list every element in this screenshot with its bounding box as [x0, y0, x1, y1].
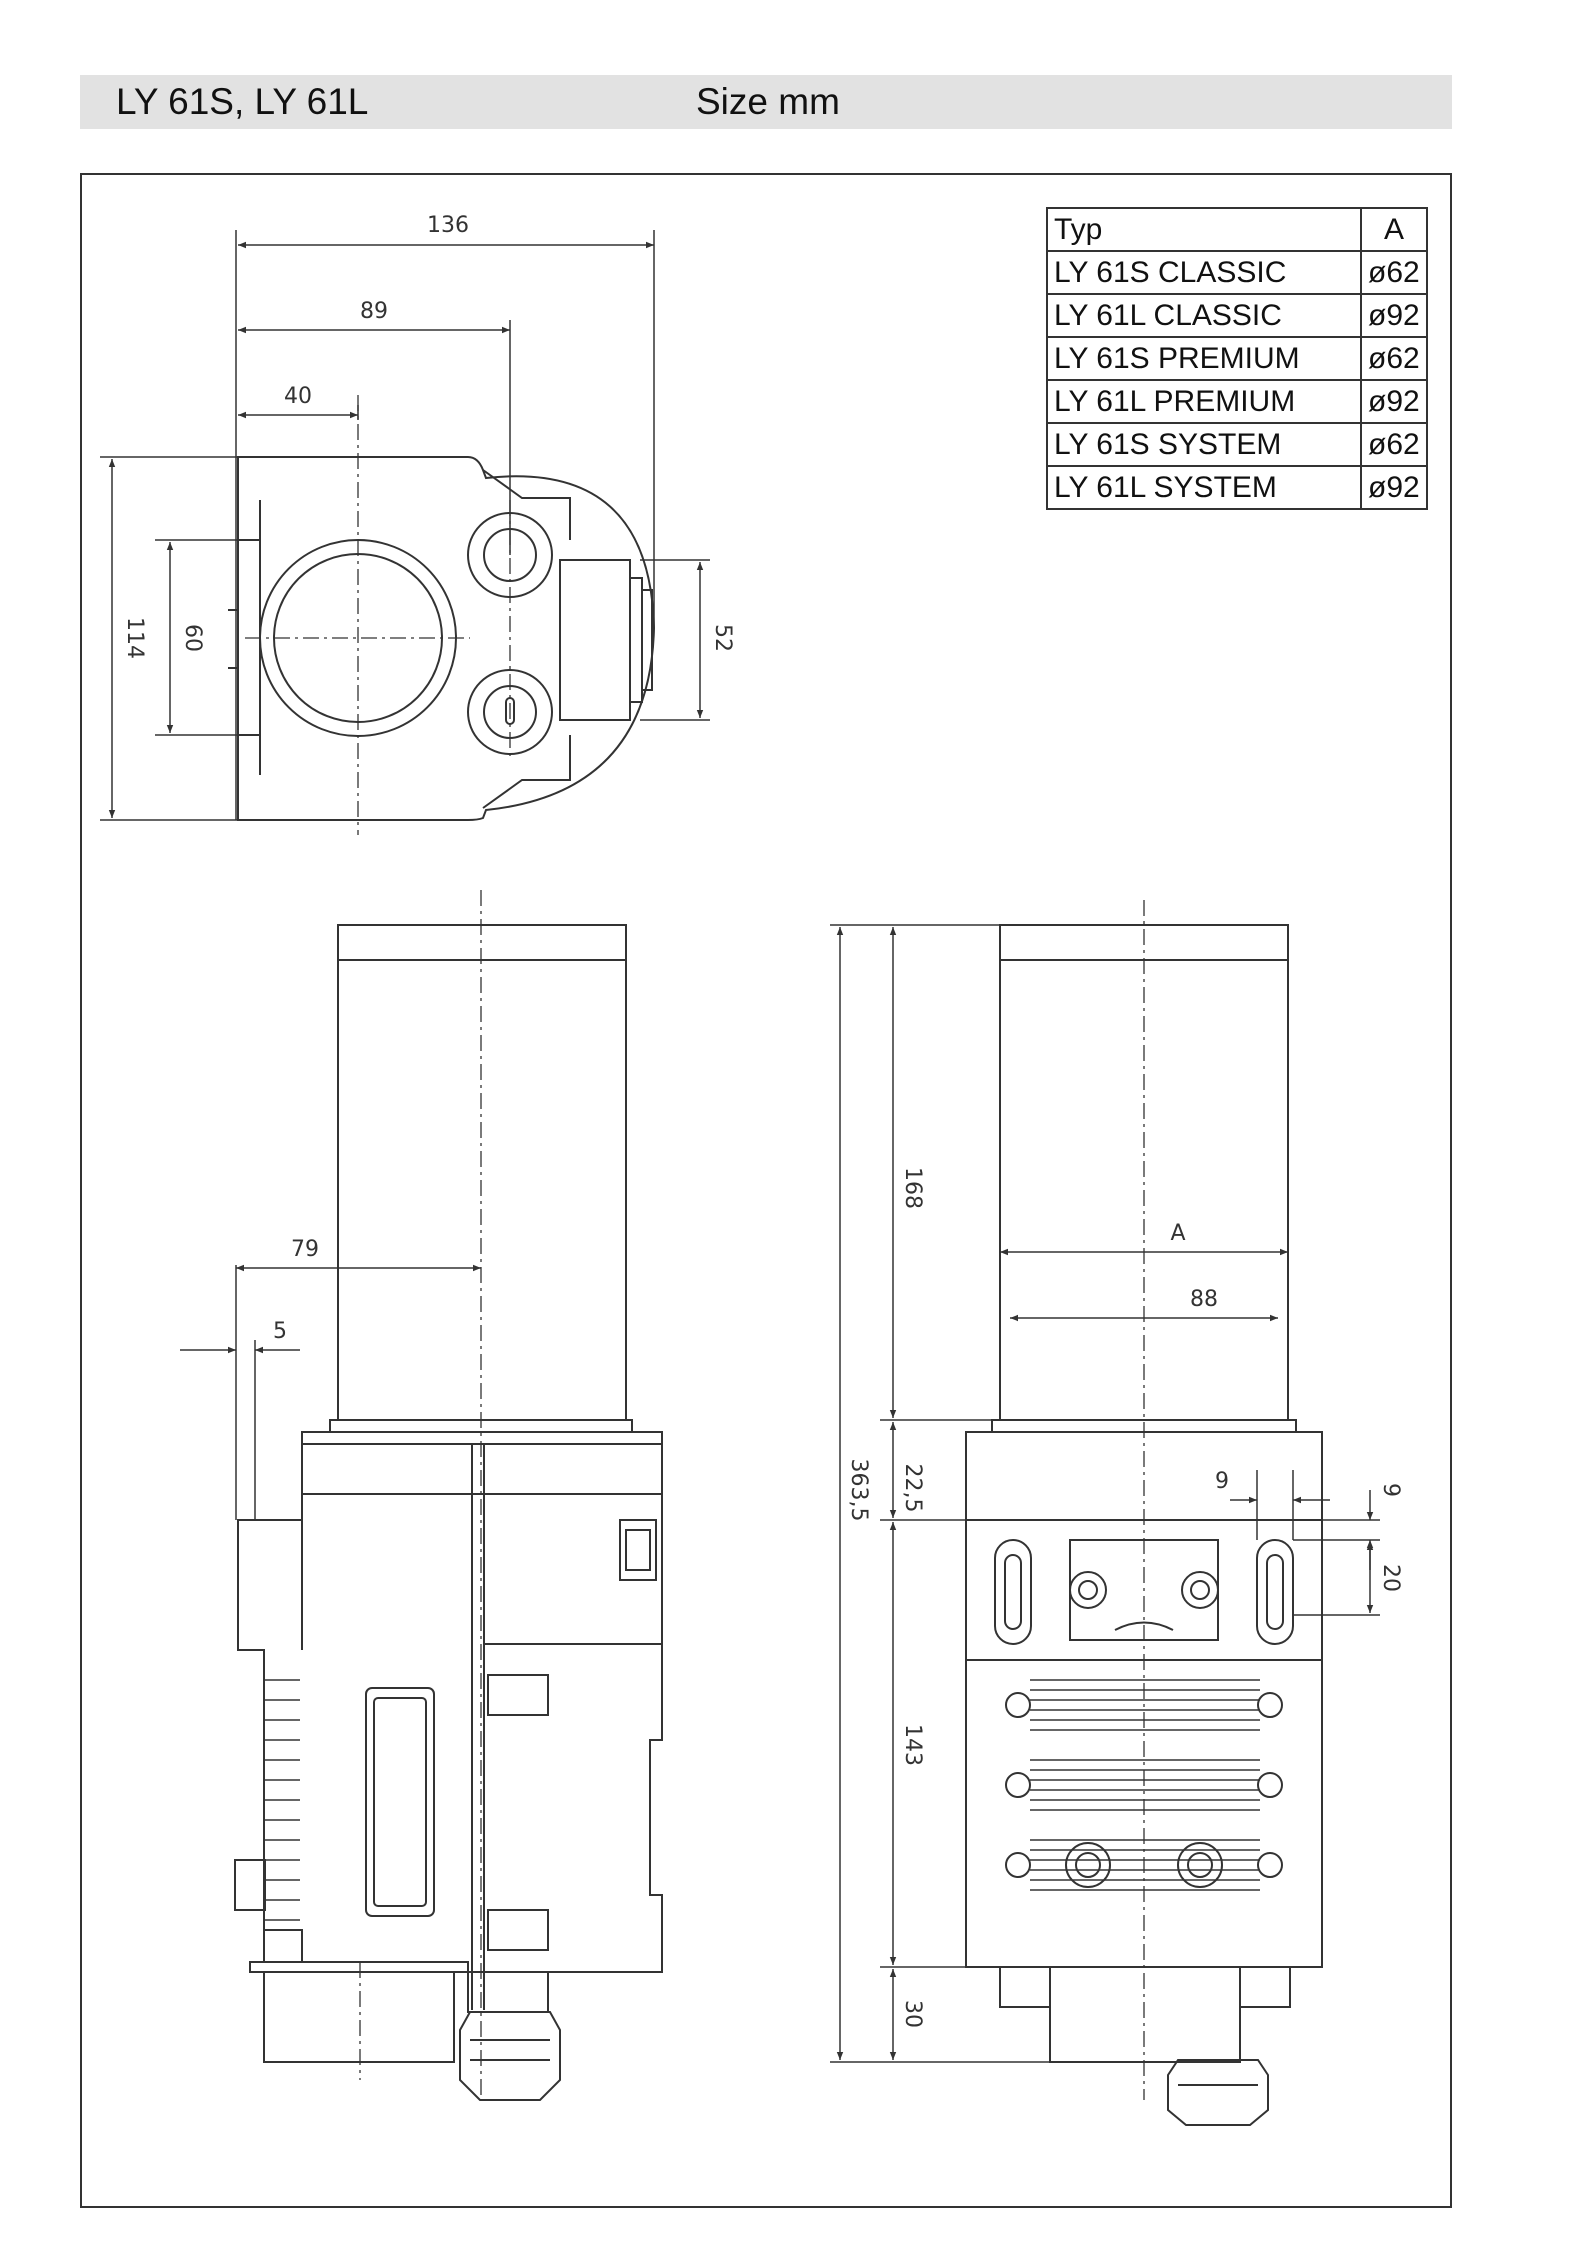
- dim-60: 60: [180, 624, 205, 652]
- a-cell: ø92: [1360, 379, 1428, 424]
- dim-363-5: 363,5: [846, 1459, 871, 1522]
- a-cell: ø92: [1360, 293, 1428, 338]
- size-unit-label: Size mm: [696, 81, 840, 122]
- dim-89: 89: [360, 299, 388, 324]
- table-row: LY 61L PREMIUM ø92: [1046, 379, 1428, 424]
- header-a: A: [1360, 207, 1428, 252]
- table-row: LY 61S PREMIUM ø62: [1046, 336, 1428, 381]
- table-row: LY 61S SYSTEM ø62: [1046, 422, 1428, 467]
- dim-168: 168: [900, 1167, 925, 1209]
- type-table: Typ A LY 61S CLASSIC ø62 LY 61L CLASSIC …: [1046, 207, 1428, 510]
- dim-79: 79: [291, 1237, 319, 1262]
- model-title: LY 61S, LY 61L: [116, 81, 369, 122]
- table-row: LY 61L SYSTEM ø92: [1046, 465, 1428, 510]
- dim-143: 143: [900, 1724, 925, 1766]
- typ-cell: LY 61L PREMIUM: [1046, 379, 1362, 424]
- dim-136: 136: [427, 213, 469, 238]
- a-cell: ø62: [1360, 336, 1428, 381]
- dim-20: 20: [1378, 1564, 1403, 1592]
- table-header-row: Typ A: [1046, 207, 1428, 252]
- side-view: [234, 924, 663, 2101]
- dim-40: 40: [284, 384, 312, 409]
- a-cell: ø62: [1360, 422, 1428, 467]
- dim-52: 52: [710, 624, 735, 652]
- a-cell: ø92: [1360, 465, 1428, 510]
- dim-22-5: 22,5: [900, 1464, 925, 1513]
- typ-cell: LY 61L CLASSIC: [1046, 293, 1362, 338]
- dim-5: 5: [273, 1319, 287, 1344]
- typ-cell: LY 61S CLASSIC: [1046, 250, 1362, 295]
- dim-A: A: [1170, 1221, 1185, 1246]
- typ-cell: LY 61L SYSTEM: [1046, 465, 1362, 510]
- header-typ: Typ: [1046, 207, 1362, 252]
- dim-88: 88: [1190, 1287, 1218, 1312]
- dim-30: 30: [900, 2000, 925, 2028]
- typ-cell: LY 61S PREMIUM: [1046, 336, 1362, 381]
- dim-9-v: 9: [1378, 1483, 1403, 1497]
- dim-114: 114: [122, 617, 147, 659]
- drawing-frame: [80, 173, 1452, 2208]
- dim-9-h: 9: [1215, 1469, 1229, 1494]
- typ-cell: LY 61S SYSTEM: [1046, 422, 1362, 467]
- a-cell: ø62: [1360, 250, 1428, 295]
- table-row: LY 61L CLASSIC ø92: [1046, 293, 1428, 338]
- title-bar: LY 61S, LY 61L Size mm: [80, 75, 1452, 129]
- table-row: LY 61S CLASSIC ø62: [1046, 250, 1428, 295]
